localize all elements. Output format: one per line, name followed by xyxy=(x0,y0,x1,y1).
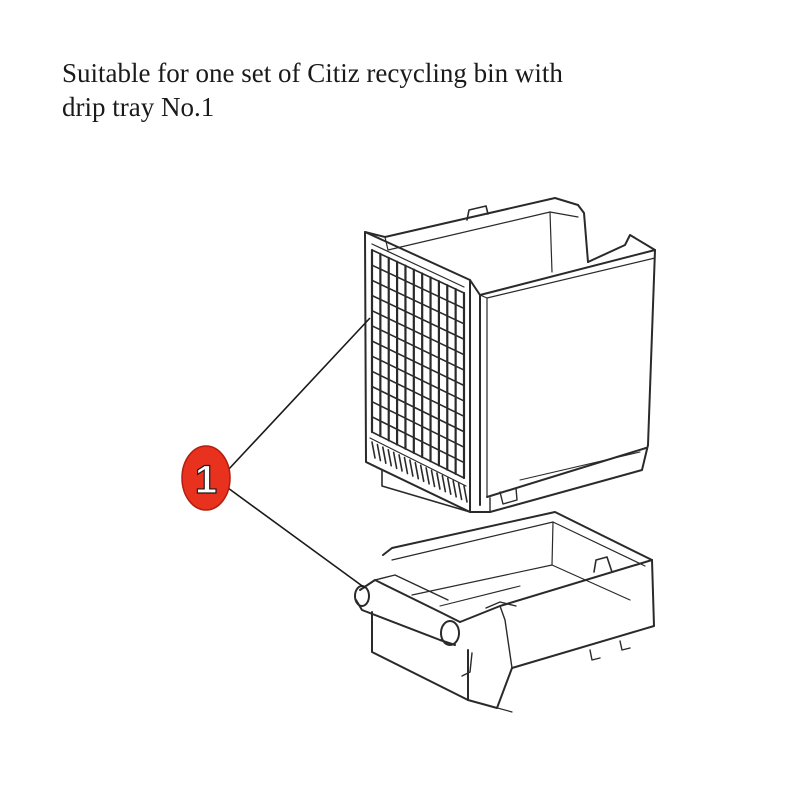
drip-tray xyxy=(354,511,655,713)
caption: Suitable for one set of Citiz recycling … xyxy=(62,56,742,124)
callout-number: 1 xyxy=(195,458,217,502)
bin-grid-mesh xyxy=(370,248,468,503)
callout-circle xyxy=(181,445,231,511)
recycling-bin xyxy=(364,197,656,513)
caption-line-2: drip tray No.1 xyxy=(62,92,215,122)
callout-leader-lines xyxy=(227,317,371,589)
caption-line-1: Suitable for one set of Citiz recycling … xyxy=(62,58,563,88)
callout-badge: 1 xyxy=(181,445,231,511)
